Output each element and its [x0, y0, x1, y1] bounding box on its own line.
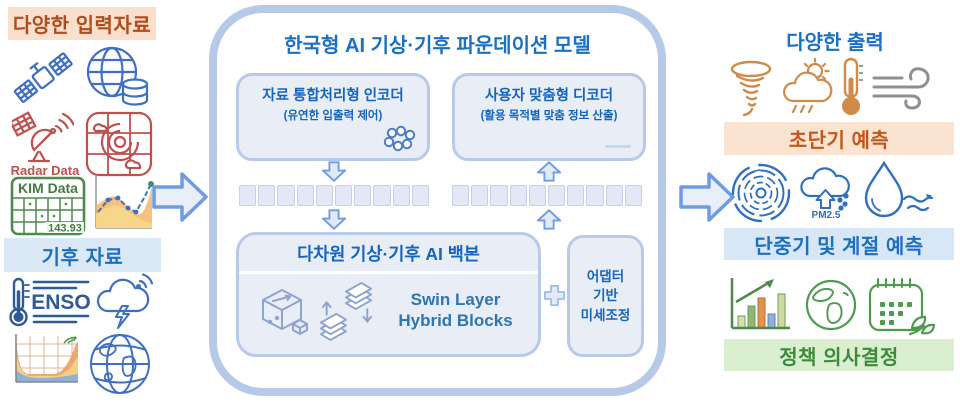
- input-data-header: 다양한 입력자료: [8, 7, 156, 40]
- flow-arrow-left: [152, 170, 208, 224]
- satellite-icon: [10, 44, 78, 110]
- pm25-label: PM2.5: [811, 210, 841, 221]
- calendar-leaf-icon: [866, 276, 936, 336]
- encoder-down-arrow-top: [322, 161, 346, 182]
- globe-database-icon: [82, 42, 154, 114]
- tornado-icon: [727, 59, 775, 117]
- climate-data-header: 기후 자료: [4, 238, 161, 272]
- storm-cloud-icon: [92, 270, 154, 330]
- flow-arrow-right: [679, 170, 735, 224]
- swin-layers-icon: [317, 278, 375, 342]
- encoder-subtitle: (유연한 입출력 제어): [283, 110, 383, 123]
- nowcast-banner: 초단기 예측: [724, 122, 954, 155]
- kim-data-label: KIM Data: [18, 180, 78, 196]
- decoder-title: 사용자 맞춤형 디코더: [484, 88, 614, 104]
- backbone-title: 다차원 기상·기후 AI 백본: [239, 235, 538, 274]
- typhoon-icon: [729, 161, 793, 225]
- radar-icon: [12, 110, 74, 164]
- decoder-token-strip: [452, 185, 643, 206]
- swin-label: Swin Layer Hybrid Blocks: [398, 289, 513, 330]
- molecule-icon: [383, 125, 419, 153]
- plus-icon: [544, 285, 565, 306]
- seasonal-banner: 단중기 및 계절 예측: [724, 228, 954, 260]
- wind-icon: [872, 64, 938, 112]
- weather-map-icon: [84, 108, 154, 180]
- adapter-box: 어댑터 기반 미세조정: [567, 235, 644, 357]
- encoder-down-arrow-bottom: [322, 209, 346, 230]
- encoder-box: 자료 통합처리형 인코더 (유연한 입출력 제어): [236, 73, 430, 161]
- line-chart-icon: [88, 172, 156, 236]
- decoder-up-arrow-bottom: [537, 209, 561, 230]
- radar-data-label: Radar Data: [10, 163, 80, 178]
- thermometer-icon: [837, 56, 867, 118]
- sun-cloud-rain-icon: [779, 58, 837, 116]
- cube-icon: [253, 281, 311, 339]
- globe-earth-icon: [86, 330, 154, 398]
- pm25-cloud-icon: [799, 164, 853, 212]
- model-title: 한국형 AI 기상·기후 파운데이션 모델: [284, 35, 591, 57]
- policy-banner: 정책 의사결정: [724, 339, 954, 371]
- decoder-subtitle: (활용 목적별 맞춤 정보 산출): [480, 110, 618, 123]
- decoder-box: 사용자 맞춤형 디코더 (활용 목적별 맞춤 정보 산출): [452, 73, 646, 161]
- fine-print-text: [605, 145, 631, 148]
- water-drop-icon: [858, 161, 934, 223]
- enso-icon: ENSO: [6, 276, 92, 328]
- bar-chart-icon: [726, 274, 794, 334]
- decoder-up-arrow-top: [537, 161, 561, 182]
- green-globe-icon: [803, 277, 859, 333]
- encoder-token-strip: [239, 185, 430, 206]
- enso-label: ENSO: [31, 291, 91, 314]
- kim-data-icon: KIM Data 143.93: [10, 176, 86, 236]
- backbone-box: 다차원 기상·기후 AI 백본 Swin Layer Hybrid Blocks: [236, 232, 541, 357]
- encoder-title: 자료 통합처리형 인코더: [262, 88, 404, 104]
- output-title: 다양한 출력: [786, 32, 884, 54]
- area-chart-icon: [6, 330, 84, 392]
- kim-data-value: 143.93: [48, 223, 82, 235]
